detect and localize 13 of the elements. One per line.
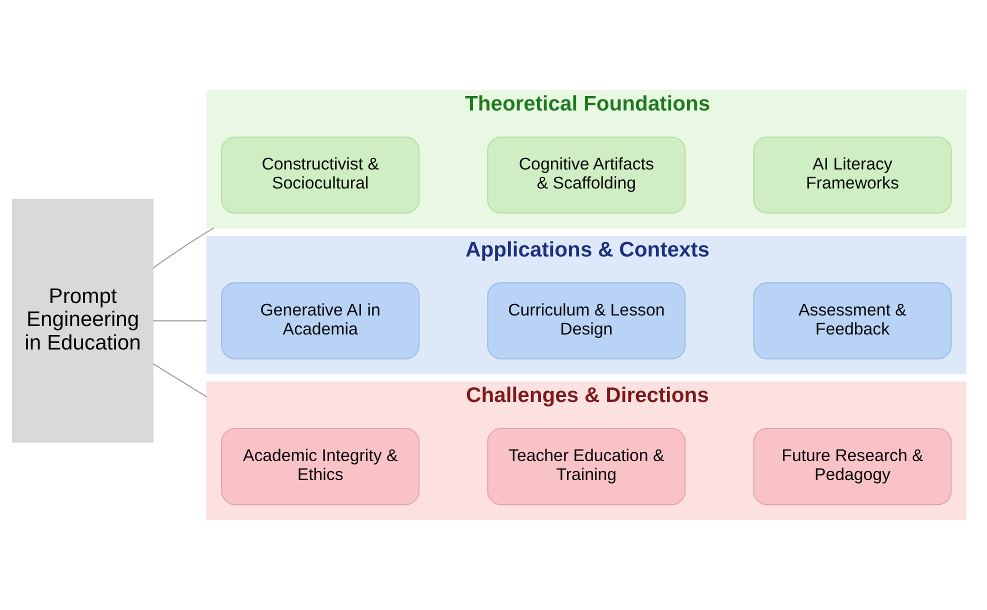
node-box: Prompt Engineering in Education: [12, 198, 154, 443]
node-box: Teacher Education & Training: [487, 428, 686, 506]
connector: [152, 363, 208, 398]
node-box: Cognitive Artifacts & Scaffolding: [487, 136, 686, 214]
node-box: Curriculum & Lesson Design: [487, 282, 686, 360]
node-box: Academic Integrity & Ethics: [221, 428, 420, 506]
node-box: Future Research & Pedagogy: [753, 428, 952, 506]
node-box: AI Literacy Frameworks: [753, 136, 952, 214]
connector: [153, 320, 207, 322]
connector: [152, 227, 214, 268]
node-box: Generative AI in Academia: [221, 282, 420, 360]
node-box: Constructivist & Sociocultural: [221, 136, 420, 214]
node-box: Assessment & Feedback: [753, 282, 952, 360]
